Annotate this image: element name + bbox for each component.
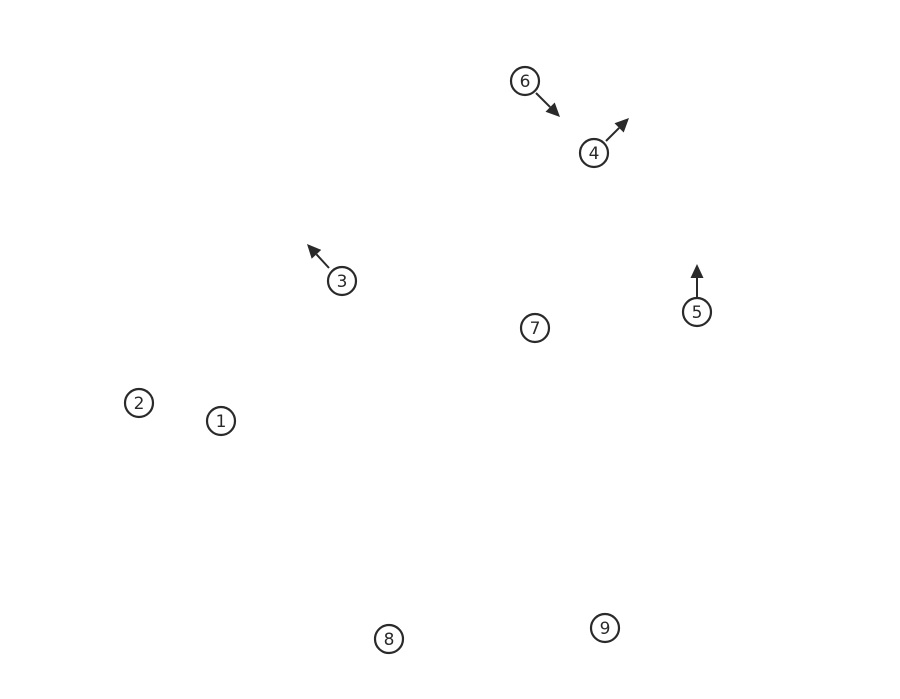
marker-number-7: 7 [530, 319, 541, 339]
marker-number-9: 9 [600, 619, 611, 639]
marker-ring-2 [123, 387, 155, 419]
marker-ring-4 [578, 137, 610, 169]
marker-ring-6 [509, 65, 541, 97]
marker-ring-7 [519, 312, 551, 344]
marker-1: 1 [205, 405, 237, 437]
marker-number-3: 3 [337, 272, 348, 292]
arrow-shaft-3 [315, 253, 330, 269]
arrow-shaft-6 [535, 92, 551, 108]
marker-number-2: 2 [134, 394, 145, 414]
marker-6: 6 [509, 65, 560, 117]
marker-7: 7 [519, 312, 551, 344]
marker-number-4: 4 [589, 144, 600, 164]
marker-ring-5 [681, 296, 713, 328]
marker-number-8: 8 [384, 630, 395, 650]
marker-2: 2 [123, 387, 155, 419]
marker-number-1: 1 [216, 412, 227, 432]
arrow-head-4 [614, 118, 629, 133]
marker-number-6: 6 [520, 72, 531, 92]
marker-3: 3 [307, 244, 358, 297]
marker-5: 5 [681, 264, 713, 328]
arrow-head-3 [307, 244, 322, 259]
marker-ring-8 [373, 623, 405, 655]
marker-4: 4 [578, 118, 629, 169]
marker-8: 8 [373, 623, 405, 655]
marker-ring-3 [326, 265, 358, 297]
arrow-head-6 [545, 102, 560, 117]
marker-ring-9 [589, 612, 621, 644]
marker-9: 9 [589, 612, 621, 644]
arrow-shaft-4 [605, 127, 620, 142]
marker-number-5: 5 [692, 303, 703, 323]
marker-ring-1 [205, 405, 237, 437]
arrow-head-5 [690, 264, 704, 278]
